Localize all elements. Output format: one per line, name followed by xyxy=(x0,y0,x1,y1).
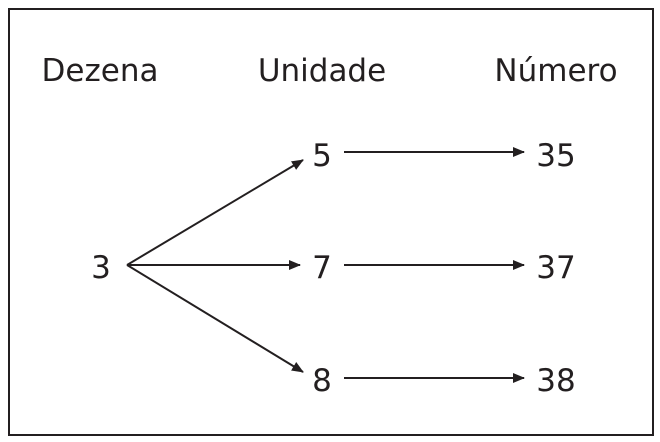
result-number: 37 xyxy=(536,250,575,286)
tens-digit: 3 xyxy=(91,250,111,286)
result-number: 38 xyxy=(536,363,575,399)
header-unidade: Unidade xyxy=(258,53,386,89)
unit-digit: 7 xyxy=(312,250,332,286)
header-dezena: Dezena xyxy=(42,53,159,89)
result-number: 35 xyxy=(536,138,575,174)
unit-digit: 8 xyxy=(312,363,332,399)
branch-arrow-to-unit-8 xyxy=(126,264,304,373)
diagram-frame xyxy=(8,8,654,436)
unit-digit: 5 xyxy=(312,138,332,174)
header-numero: Número xyxy=(494,53,617,89)
branch-arrow-to-unit-5 xyxy=(126,159,304,266)
